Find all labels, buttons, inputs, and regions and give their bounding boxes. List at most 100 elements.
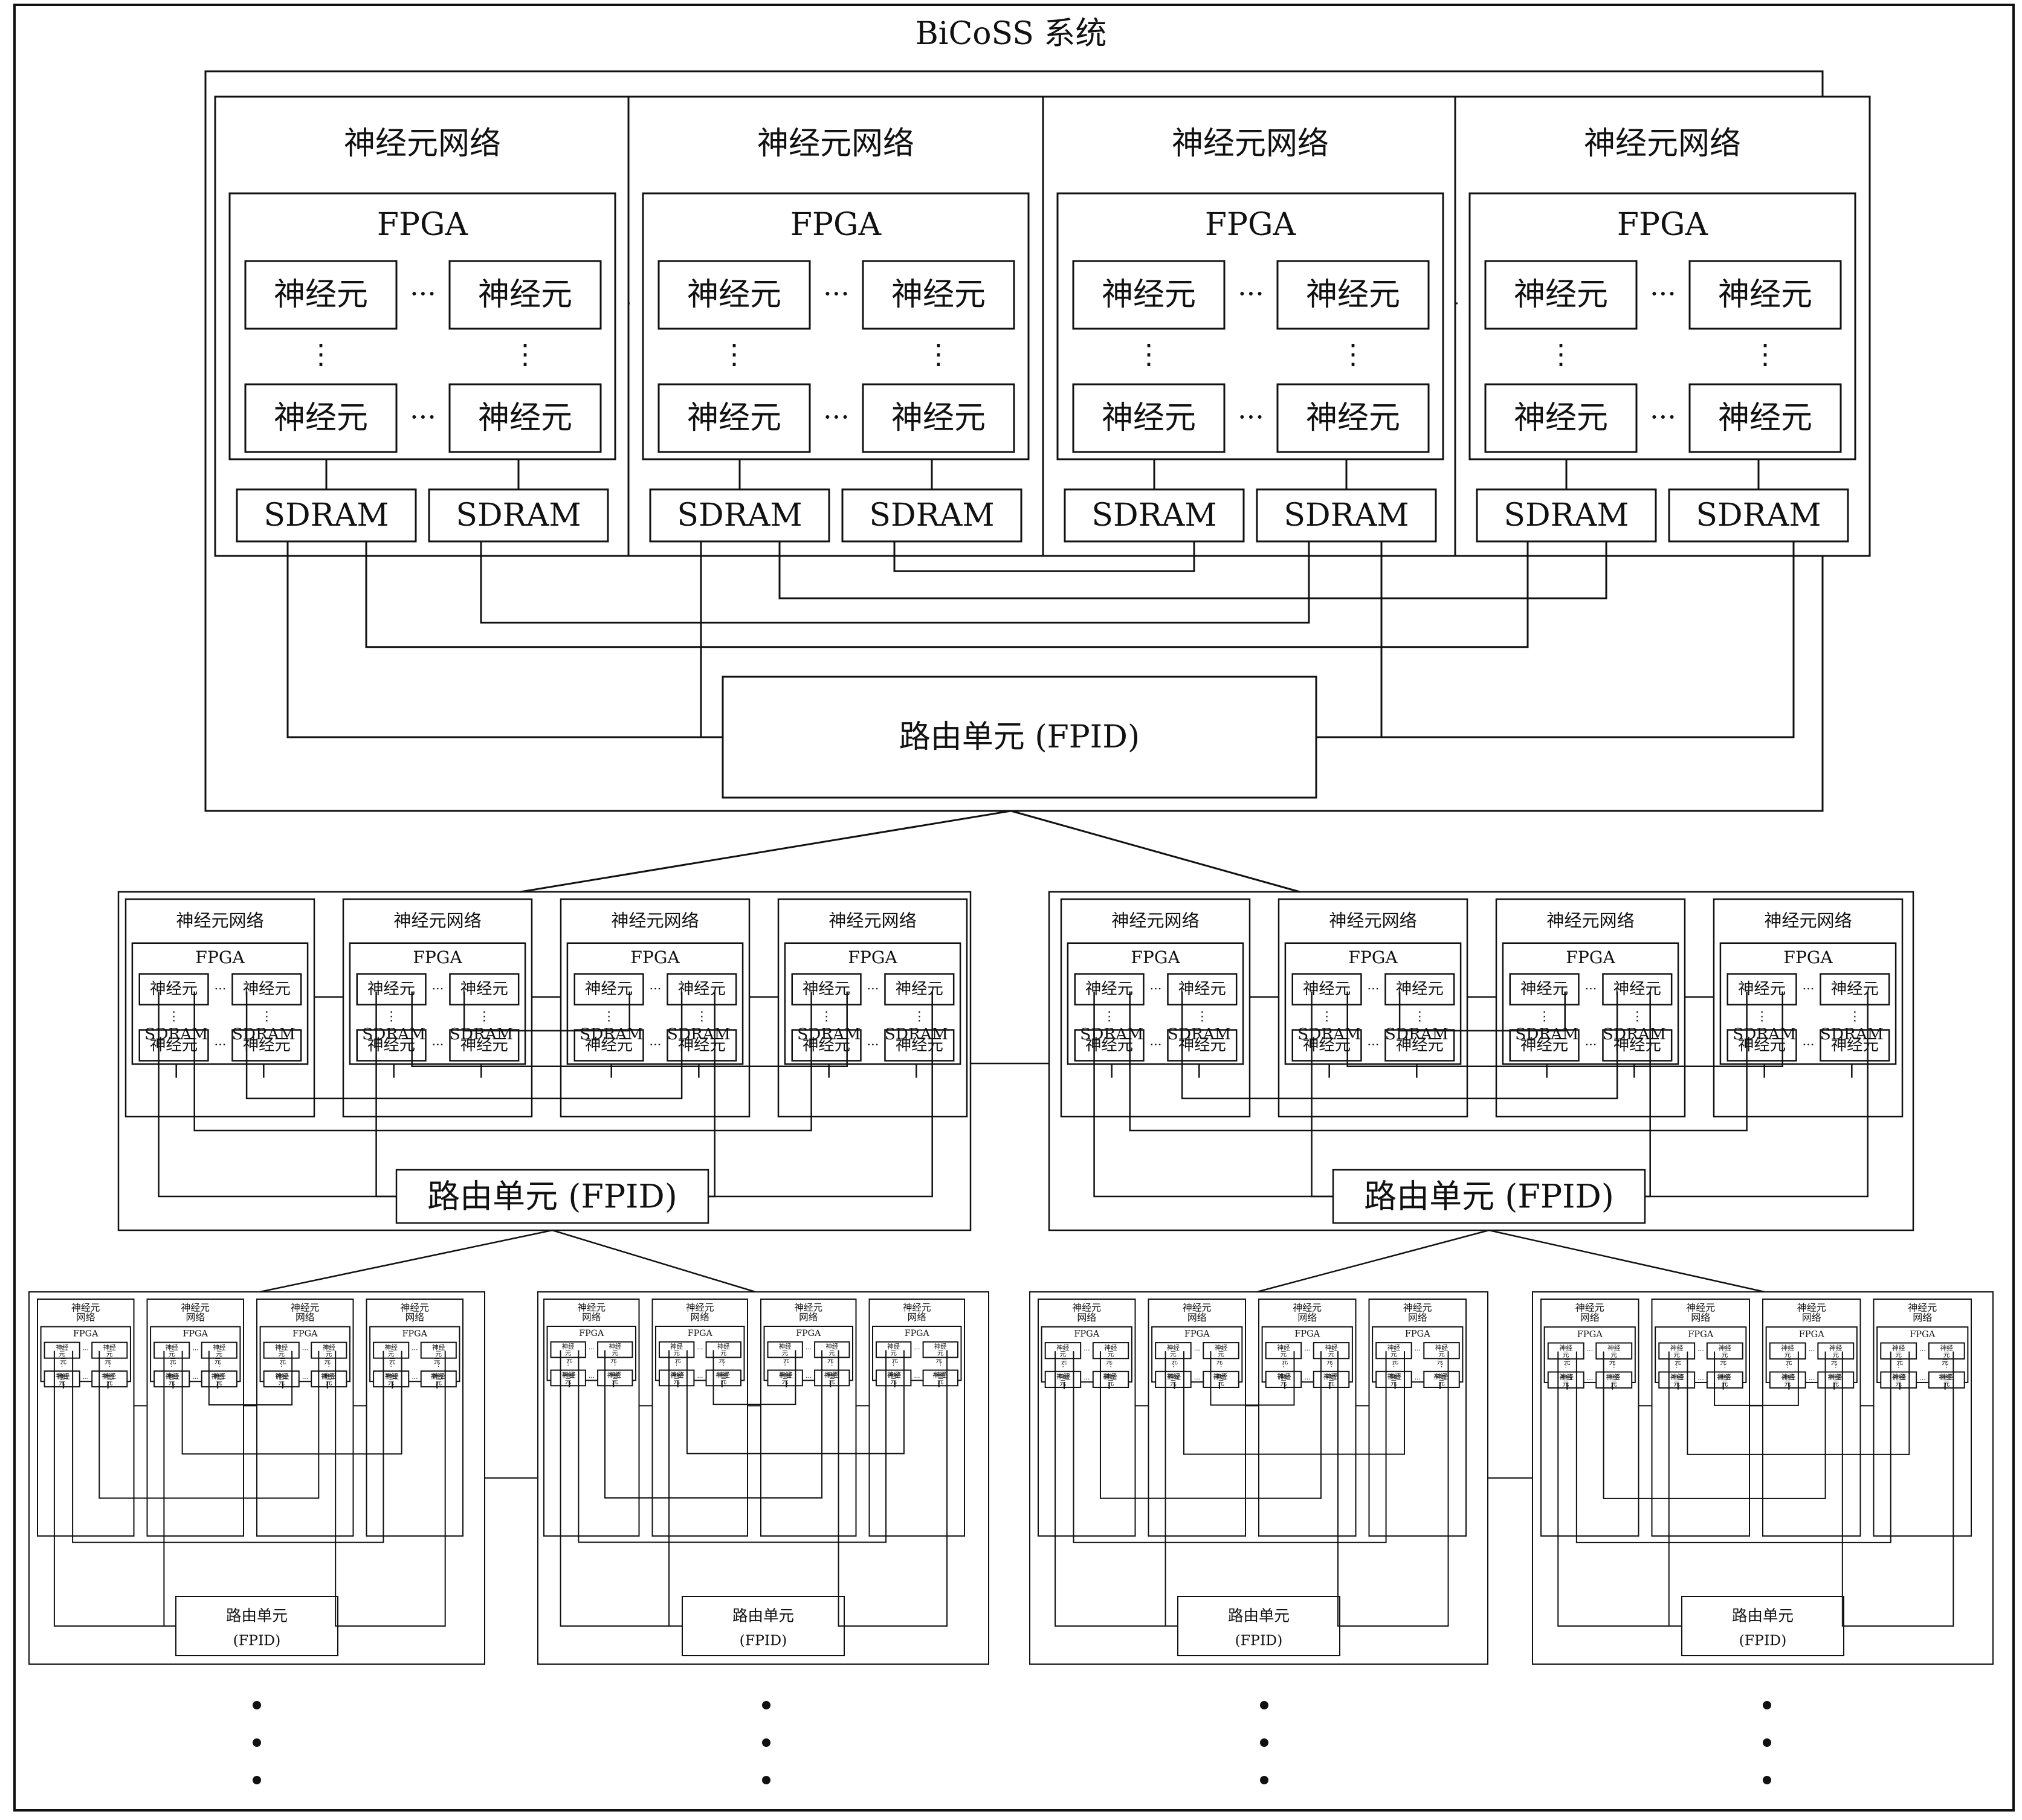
neuron-label: 神经 — [1892, 1343, 1905, 1352]
neuron-label: 神经元 — [1718, 400, 1812, 436]
neuron-box — [356, 973, 427, 1005]
network-label: 神经元 — [1575, 1302, 1604, 1314]
neuron-box — [1044, 1342, 1082, 1360]
ellipsis: ⋮ — [1108, 1361, 1114, 1369]
memory-interconnect — [1210, 1351, 1295, 1406]
sdram-box — [1668, 488, 1849, 543]
neuron-box — [1820, 973, 1890, 1005]
memory-label: SDRAM — [1284, 497, 1409, 534]
ellipsis: ⋮ — [1751, 338, 1779, 370]
neuron-box — [1928, 1342, 1965, 1360]
memory-label: 元 — [1061, 1358, 1068, 1366]
neuron-label: 神经 — [1607, 1343, 1621, 1352]
fpga-label: FPGA — [1294, 1329, 1320, 1339]
memory-label: 神经 — [57, 1372, 70, 1380]
neuron-label: 神经 — [56, 1372, 69, 1380]
ellipsis: ⋮ — [1722, 1361, 1728, 1369]
neuron-box — [1375, 1370, 1412, 1388]
neuron-label: 神经元 — [1396, 980, 1444, 998]
memory-label: 元 — [279, 1358, 286, 1366]
network-label: 网络 — [799, 1311, 818, 1323]
memory-label: SDRAM — [263, 497, 389, 534]
ellipsis: ··· — [1194, 1346, 1200, 1354]
connector — [668, 1350, 682, 1627]
memory-interconnect — [99, 1350, 320, 1499]
ellipsis: ··· — [1238, 401, 1264, 433]
ellipsis: ··· — [431, 981, 444, 996]
neuron-label: 神经 — [1104, 1344, 1117, 1352]
ellipsis: ··· — [431, 1037, 444, 1052]
connector — [286, 541, 723, 738]
neuron-box — [1074, 973, 1145, 1005]
neuron-label: 元 — [1108, 1379, 1114, 1387]
neuron-label: 神经元 — [1396, 1036, 1444, 1054]
ellipsis: ··· — [806, 1346, 812, 1353]
fpga-label: FPGA — [1348, 947, 1398, 967]
neuron-label: 元 — [1060, 1379, 1067, 1387]
neuron-label: 神经 — [1829, 1343, 1843, 1352]
memory-label: 神经 — [1827, 1373, 1841, 1381]
ellipsis: ⋮ — [782, 1360, 789, 1367]
memory-label: 神经 — [1168, 1373, 1181, 1381]
ellipsis: ⋮ — [1538, 1009, 1551, 1024]
memory-label: 神经 — [276, 1372, 289, 1380]
memory-interconnect — [1181, 991, 1618, 1100]
ellipsis: ··· — [1238, 277, 1264, 310]
neuron-box — [1880, 1342, 1917, 1360]
neuron-box — [1820, 1029, 1890, 1062]
ellipsis: ··· — [1415, 1346, 1421, 1354]
memory-label: 神经 — [563, 1371, 577, 1379]
continuation-dot — [253, 1701, 261, 1709]
ellipsis: ⋮ — [720, 1360, 727, 1367]
fpga-label: FPGA — [73, 1329, 99, 1339]
fpga-label: FPGA — [1617, 207, 1709, 243]
neuron-box — [91, 1341, 128, 1359]
ellipsis: ⋮ — [511, 338, 539, 370]
neuron-box — [153, 1341, 190, 1359]
memory-interconnect — [1129, 991, 1748, 1132]
ellipsis: ··· — [1367, 981, 1379, 996]
memory-label: SDRAM — [232, 1025, 296, 1044]
neuron-label: 神经元 — [1303, 980, 1351, 998]
memory-label: 元 — [1106, 1358, 1113, 1366]
neuron-label: 神经元 — [891, 277, 986, 313]
neuron-label: 元 — [1722, 1380, 1728, 1387]
neuron-label: 神经元 — [678, 980, 726, 998]
neuron-label: 元 — [1895, 1380, 1902, 1387]
memory-label: SDRAM — [885, 1025, 948, 1044]
neuron-label: 神经元 — [1718, 277, 1812, 313]
neuron-box — [814, 1341, 850, 1358]
memory-label: 元 — [674, 1357, 681, 1364]
ellipsis: ⋮ — [278, 1360, 285, 1368]
memory-label: SDRAM — [450, 1025, 513, 1044]
neuron-label: 神经 — [275, 1343, 288, 1351]
neuron-label: 神经 — [1670, 1343, 1684, 1352]
ellipsis: ··· — [1587, 1376, 1593, 1384]
fpga-label: FPGA — [1688, 1329, 1714, 1340]
neuron-box — [356, 1029, 427, 1062]
level-link — [259, 1229, 553, 1293]
router-label: (FPID) — [1739, 1632, 1787, 1649]
ellipsis: ··· — [914, 1346, 920, 1353]
memory-interconnect — [1714, 1351, 1799, 1406]
ellipsis: ··· — [1415, 1375, 1421, 1383]
neuron-label: 神经元 — [150, 1036, 198, 1054]
ellipsis: ⋮ — [59, 1360, 65, 1368]
network-label: 网络 — [1913, 1312, 1932, 1323]
fpga-label: FPGA — [1074, 1329, 1099, 1339]
neuron-label: 神经 — [384, 1343, 398, 1351]
memory-label: 元 — [1609, 1358, 1616, 1366]
neuron-label: 元 — [326, 1379, 332, 1387]
sdram-box — [1476, 488, 1657, 543]
network-label: 网络 — [1580, 1312, 1600, 1323]
neuron-label: 元 — [565, 1350, 572, 1357]
neuron-label: 神经元 — [585, 980, 633, 998]
neuron-box — [597, 1369, 633, 1387]
neuron-label: 元 — [106, 1350, 113, 1358]
neuron-label: 元 — [1281, 1350, 1287, 1358]
neuron-label: 神经元 — [687, 400, 781, 436]
neuron-box — [1384, 973, 1455, 1005]
